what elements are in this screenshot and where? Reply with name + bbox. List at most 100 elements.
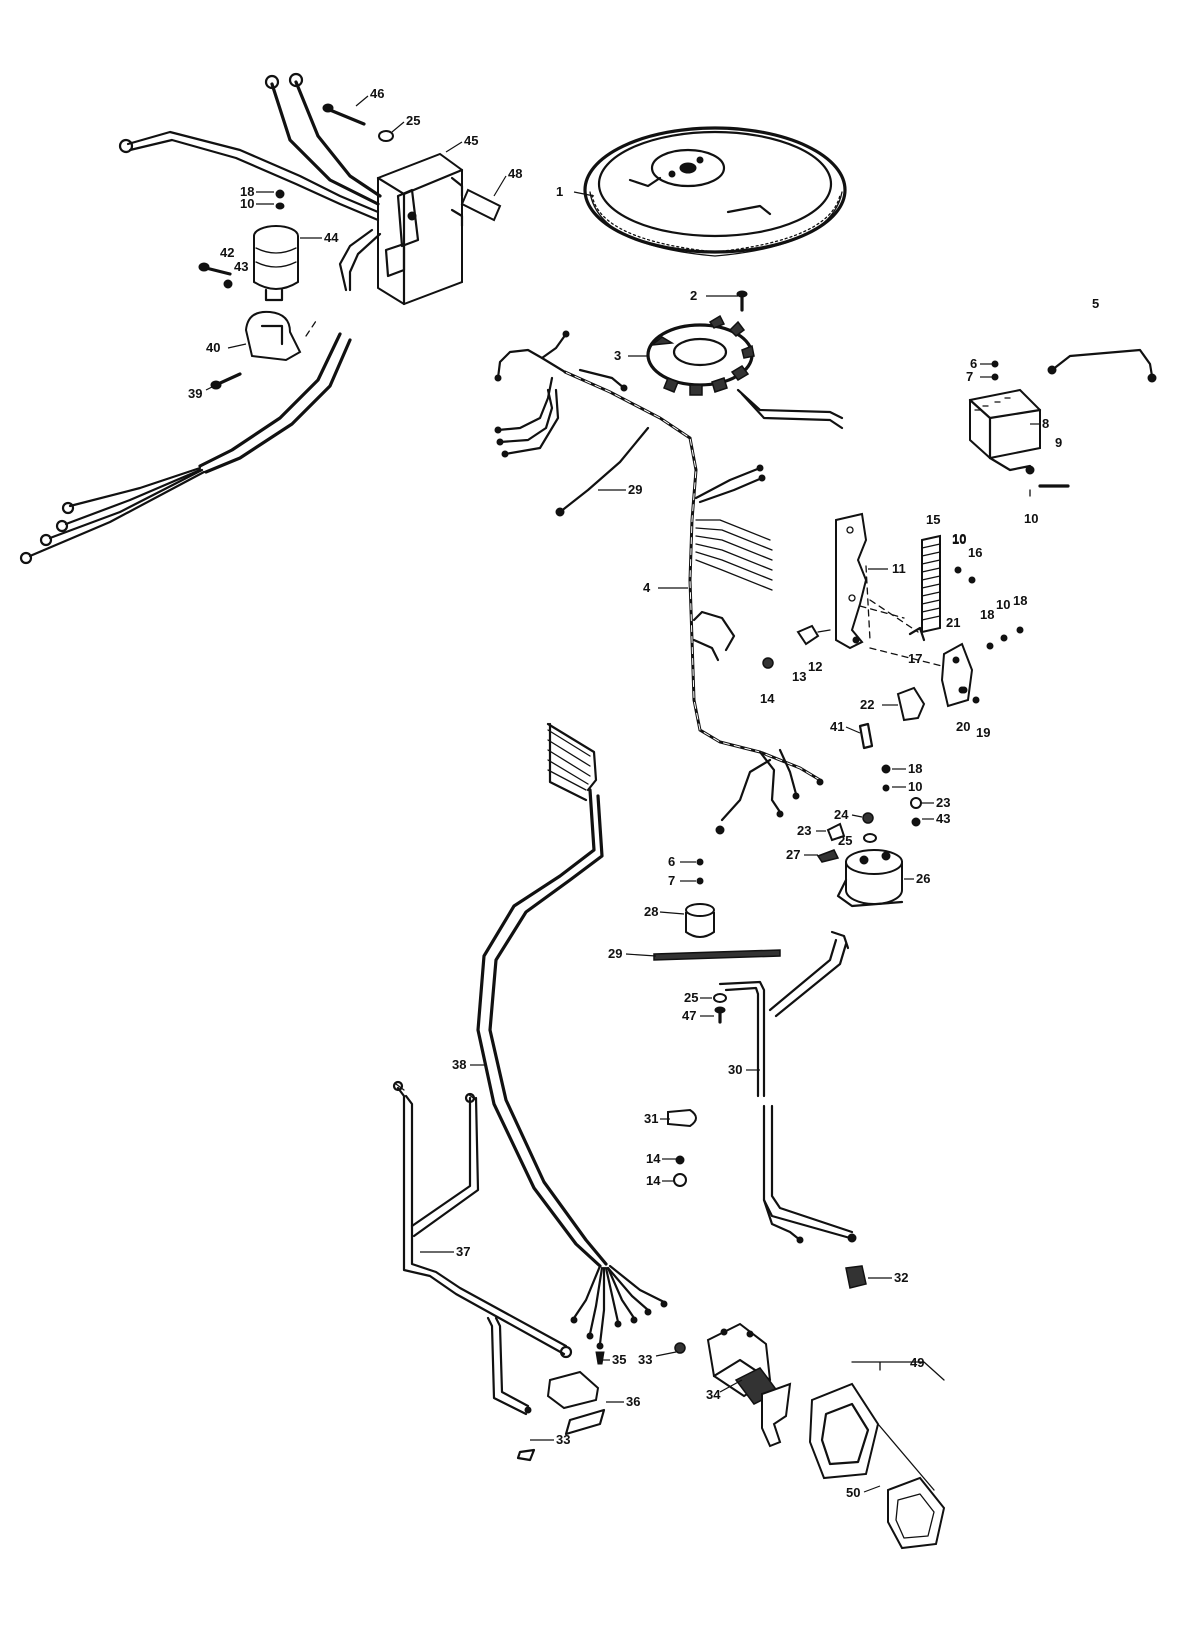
callout-number: 15: [926, 512, 940, 527]
solenoid-hardware: [816, 764, 922, 863]
spacer-48: [460, 188, 502, 222]
callout-number: 10: [908, 779, 922, 794]
callout-number: 24: [834, 807, 849, 822]
callout-leader: [355, 95, 369, 107]
callout-number: 31: [644, 1111, 658, 1126]
remote-control-harness: [476, 722, 668, 1350]
hardware-set-right: [954, 566, 1024, 704]
callout-number: 7: [668, 873, 675, 888]
callout-number: 3: [614, 348, 621, 363]
fuse-gasket: [858, 722, 874, 750]
callout-number: 50: [846, 1485, 860, 1500]
wire-lead-29-upper: [555, 426, 650, 517]
callout-number: 37: [456, 1244, 470, 1259]
callout-number: 8: [1042, 416, 1049, 431]
cable-hardware-25-47: [713, 993, 727, 1024]
clip-hardware-14: [673, 1155, 687, 1187]
callout-number: 16: [968, 545, 982, 560]
callout-number: 23: [797, 823, 811, 838]
callout-number: 19: [976, 725, 990, 740]
clamp-12-13: [762, 624, 831, 669]
callout-number: 47: [682, 1008, 696, 1023]
callout-leader: [573, 191, 595, 197]
callout-number: 27: [786, 847, 800, 862]
callout-leader: [655, 1351, 677, 1357]
callout-number: 29: [608, 946, 622, 961]
callout-leader: [659, 911, 685, 915]
callout-number: 49: [910, 1355, 924, 1370]
callout-number: 32: [894, 1270, 908, 1285]
callout-number: 18: [980, 607, 994, 622]
callout-number: 44: [324, 230, 339, 245]
relay-35-36: [546, 1351, 606, 1436]
callout-number: 7: [966, 369, 973, 384]
callout-leader: [205, 385, 215, 391]
callout-number: 10: [952, 531, 966, 546]
callout-number: 10: [952, 532, 966, 547]
callout-number: 17: [908, 651, 922, 666]
callout-number: 12: [808, 659, 822, 674]
callout-leader: [445, 141, 463, 153]
callout-number: 1: [556, 184, 563, 199]
callout-number: 9: [1055, 435, 1062, 450]
callout-leader: [493, 175, 507, 197]
noise-filter: [685, 858, 715, 938]
coil-clamp-40: [244, 310, 302, 362]
callout-leader: [719, 1379, 743, 1393]
callout-number: 48: [508, 166, 522, 181]
callout-number: 39: [188, 386, 202, 401]
ignition-key-switch: [674, 1322, 792, 1448]
coil-hardware: [198, 189, 285, 289]
callout-number: 11: [892, 561, 906, 576]
callout-number: 23: [936, 795, 950, 810]
callout-number: 43: [234, 259, 248, 274]
callout-number: 6: [668, 854, 675, 869]
callout-number: 18: [908, 761, 922, 776]
switch-box-harness: [19, 332, 352, 565]
callout-number: 33: [638, 1352, 652, 1367]
stator: [646, 314, 844, 430]
callout-leader: [391, 121, 405, 133]
main-wiring-harness: [494, 330, 824, 835]
callout-number: 18: [1013, 593, 1027, 608]
starter-solenoid: [836, 849, 904, 908]
terminal-33-lower: [516, 1448, 536, 1462]
flywheel: [583, 126, 847, 257]
dashed-alignment-lines: [849, 565, 943, 667]
washer-25-upper: [378, 130, 394, 142]
callout-number: 35: [612, 1352, 626, 1367]
cable-clip: [667, 1108, 697, 1128]
callout-leader: [227, 343, 247, 349]
callout-number: 34: [706, 1387, 721, 1402]
switch-box-leads: [118, 72, 382, 292]
callout-number: 41: [830, 719, 844, 734]
callout-number: 13: [792, 669, 806, 684]
callout-number: 14: [646, 1173, 661, 1188]
switch-box-bolt-46: [322, 103, 366, 126]
callout-number: 30: [728, 1062, 742, 1077]
callout-number: 14: [646, 1151, 661, 1166]
key-switch-harness: [392, 1080, 573, 1416]
callout-number: 14: [760, 691, 775, 706]
callout-leader: [625, 953, 657, 957]
rectifier: [968, 360, 1070, 488]
callout-number: 26: [916, 871, 930, 886]
callout-number: 10: [240, 196, 254, 211]
fuse-bracket: [940, 642, 974, 708]
alignment-marks-left: [305, 317, 1031, 497]
callout-number: 45: [464, 133, 478, 148]
callout-number: 6: [970, 356, 977, 371]
stator-screw: [736, 290, 748, 312]
callout-number: 4: [643, 580, 651, 595]
switch-box: [376, 152, 464, 306]
cable-tie: [653, 949, 781, 961]
callout-number: 25: [406, 113, 420, 128]
callout-number: 10: [1024, 511, 1038, 526]
callout-number: 25: [684, 990, 698, 1005]
battery-cables: [718, 930, 857, 1244]
callout-number: 28: [644, 904, 658, 919]
ground-lead: [1047, 348, 1157, 383]
callout-number: 20: [956, 719, 970, 734]
